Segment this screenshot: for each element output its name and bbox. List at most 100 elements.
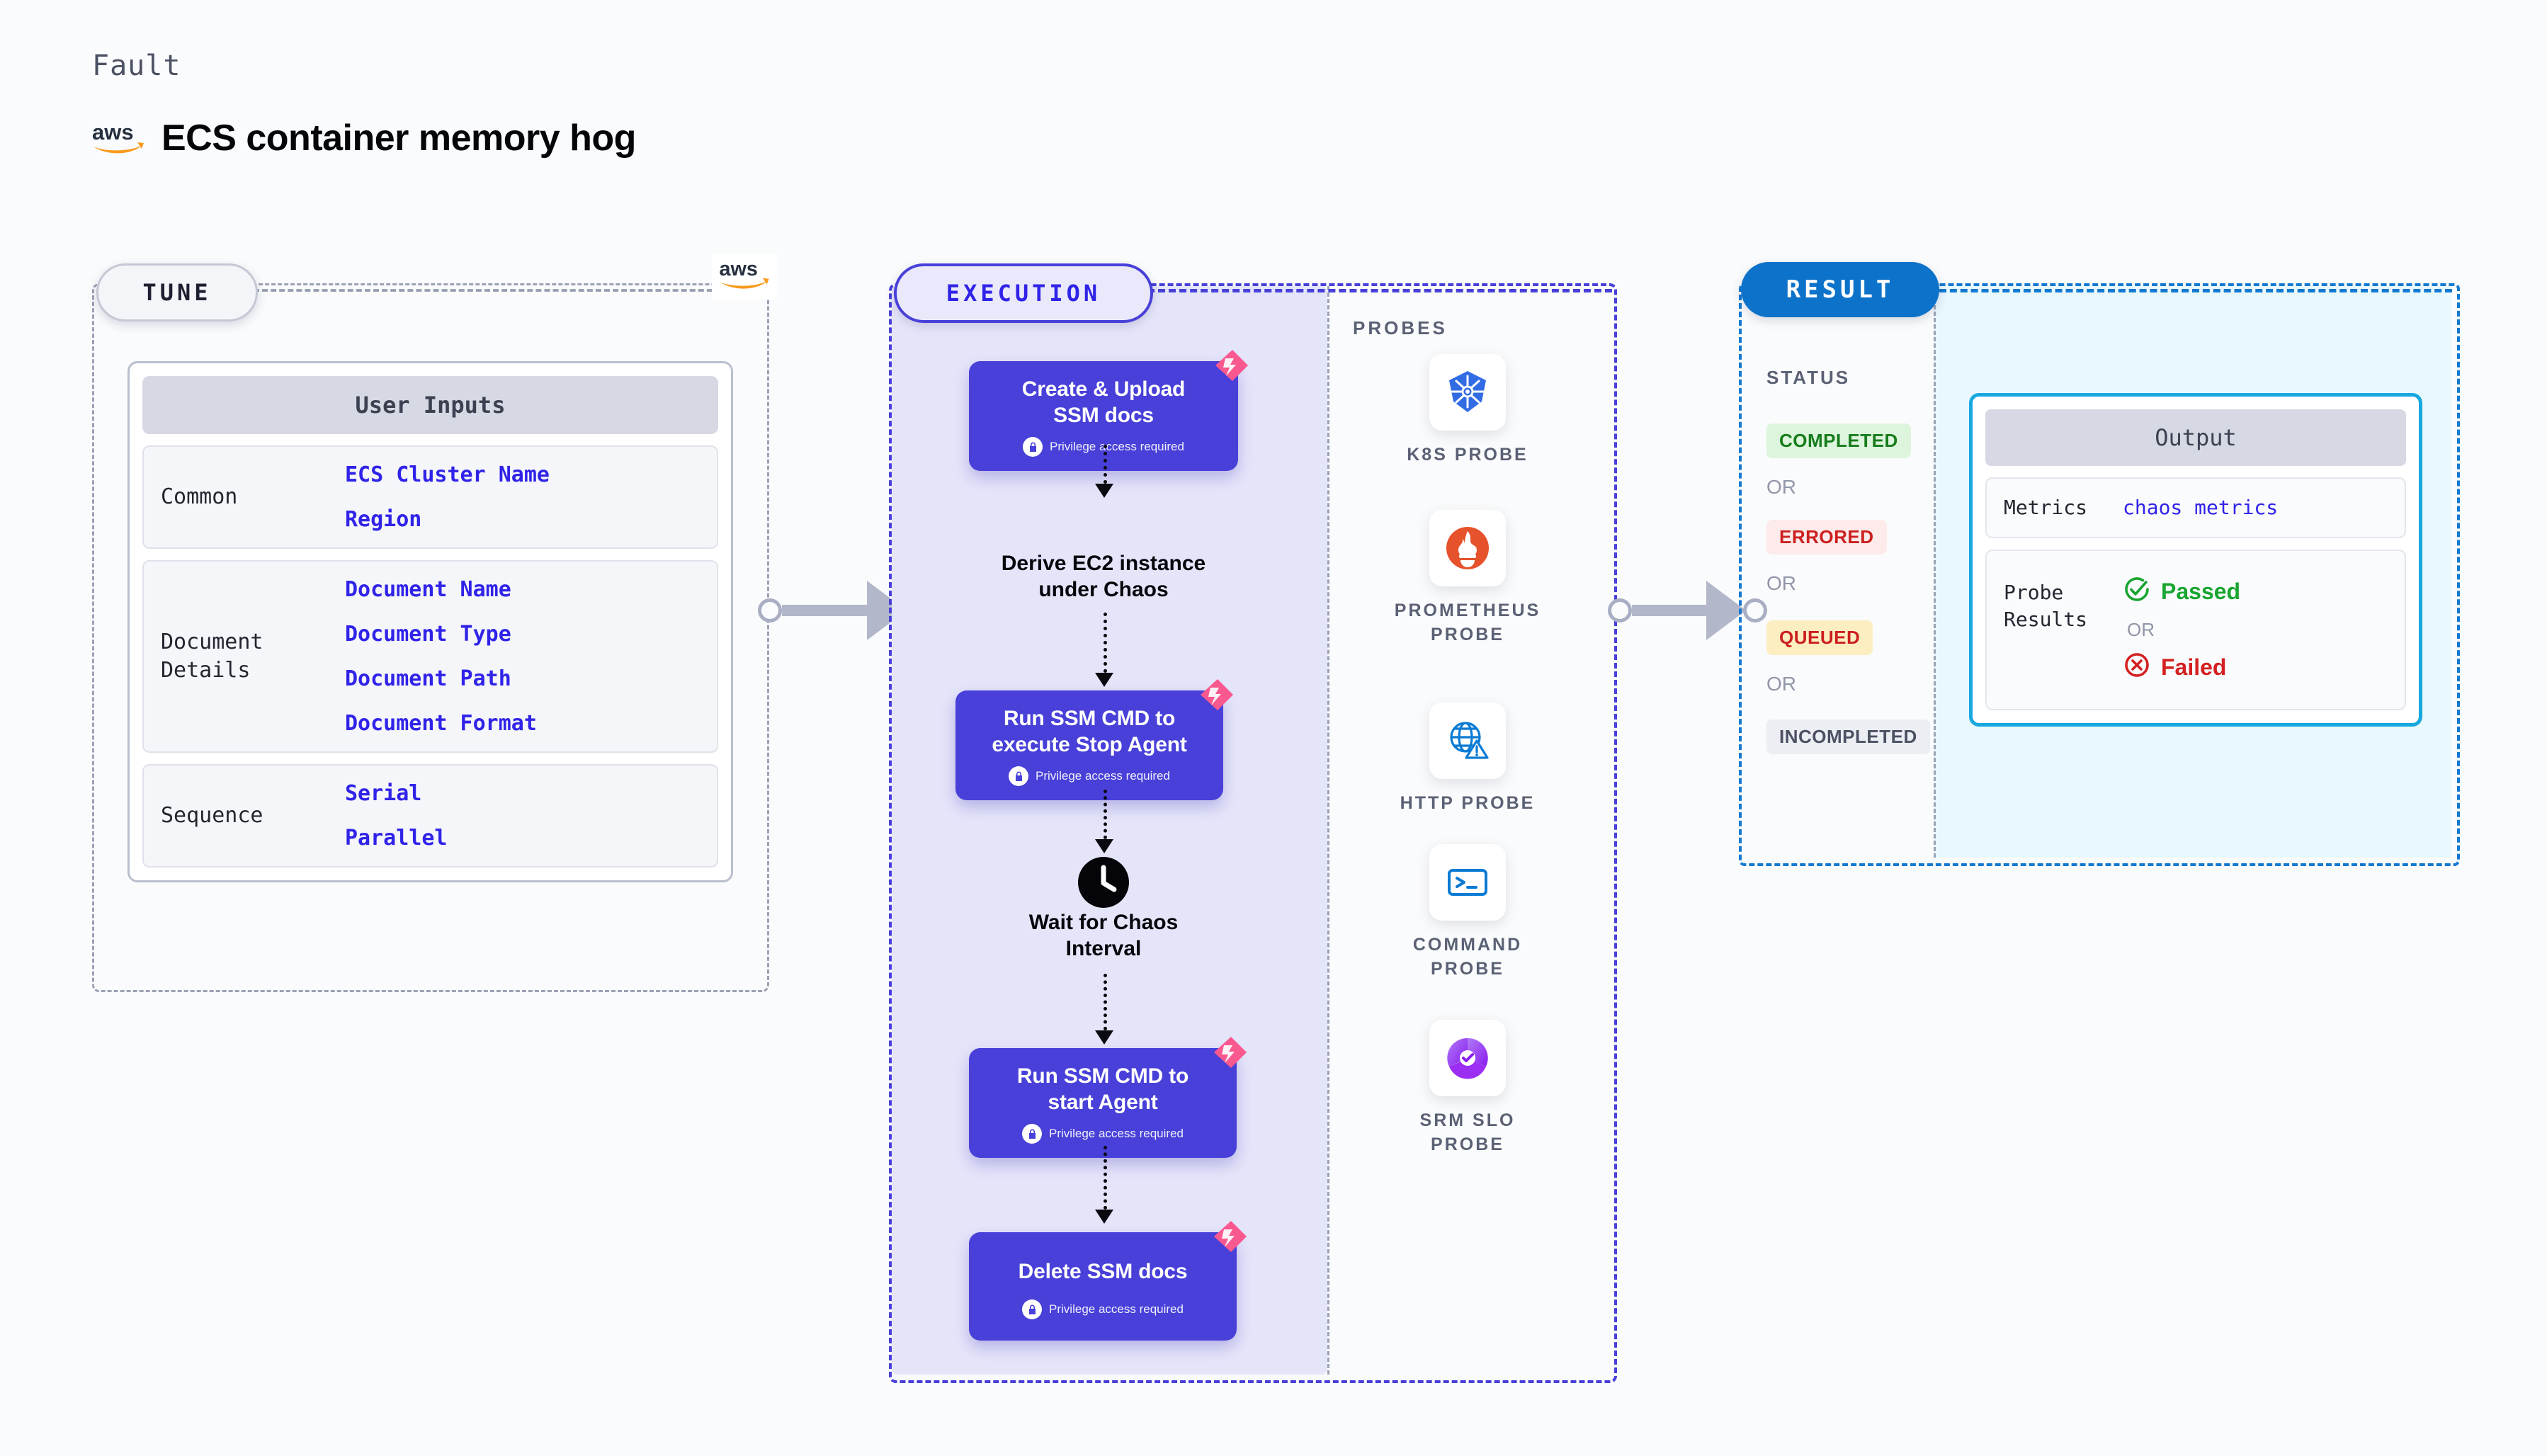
probe-result-or: OR — [2127, 618, 2155, 640]
status-badge-completed: COMPLETED — [1766, 423, 1911, 458]
connector-dot — [1608, 598, 1632, 622]
privilege-note-text: Privilege access required — [1050, 440, 1184, 454]
output-title: Output — [1985, 409, 2406, 466]
lock-icon — [1022, 1124, 1043, 1144]
tune-dashed-connector — [254, 289, 721, 292]
output-row-metrics[interactable]: Metrics chaos metrics — [1985, 477, 2406, 538]
prometheus-icon — [1429, 510, 1506, 586]
status-or-1: OR — [1766, 476, 1796, 498]
page-title-row: aws ECS container memory hog — [92, 117, 636, 159]
tune-value[interactable]: Document Path — [345, 666, 511, 691]
probe-k8s[interactable]: K8S PROBE — [1361, 354, 1574, 467]
lock-icon — [1022, 1299, 1043, 1319]
user-inputs-title: User Inputs — [142, 376, 718, 434]
privilege-note-text: Privilege access required — [1036, 769, 1170, 783]
privilege-ribbon-icon — [1214, 1221, 1247, 1252]
tune-row-key: Document Details — [161, 629, 263, 683]
page-title: ECS container memory hog — [161, 118, 636, 159]
srm-slo-icon — [1429, 1020, 1506, 1096]
status-badge-incompleted: INCOMPLETED — [1766, 720, 1930, 754]
output-row-probe-results[interactable]: Probe Results Passed OR — [1985, 549, 2406, 710]
tune-row-key: Sequence — [161, 802, 263, 828]
flow-arrow-line — [1104, 974, 1107, 1030]
check-circle-icon — [2123, 575, 2151, 609]
status-or-2: OR — [1766, 572, 1796, 594]
flow-arrow-line — [1104, 445, 1107, 484]
privilege-note-text: Privilege access required — [1049, 1302, 1184, 1316]
tune-value[interactable]: Document Format — [345, 711, 537, 736]
flow-node-title: Delete SSM docs — [1018, 1260, 1188, 1283]
output-metrics-value[interactable]: chaos metrics — [2123, 496, 2279, 520]
privilege-ribbon-icon — [1214, 1037, 1247, 1068]
aws-logo-icon: aws — [92, 120, 144, 156]
privilege-note: Privilege access required — [987, 1299, 1218, 1319]
output-row-key: Metrics — [2004, 496, 2088, 519]
flow-node-run-ssm-cmd-stop-agent[interactable]: Run SSM CMD to execute Stop Agent Privil… — [955, 679, 1233, 801]
connector-line — [1632, 605, 1706, 616]
flow-arrow-line — [1104, 1146, 1107, 1210]
flow-arrow-head — [1095, 1030, 1113, 1045]
kubernetes-icon — [1429, 354, 1506, 431]
tune-value[interactable]: Serial — [345, 781, 422, 806]
connector-dot — [1743, 598, 1767, 622]
output-row-key: Probe Results — [2004, 580, 2088, 631]
tune-row-common[interactable]: Common ECS Cluster Name Region — [142, 445, 718, 549]
lock-icon — [1023, 437, 1043, 457]
flow-node-title: Run SSM CMD to execute Stop Agent — [992, 707, 1187, 756]
privilege-note: Privilege access required — [974, 766, 1205, 787]
lock-icon — [1009, 766, 1029, 787]
probe-prometheus[interactable]: PROMETHEUS PROBE — [1361, 510, 1574, 647]
tune-row-document-details[interactable]: Document Details Document Name Document … — [142, 560, 718, 753]
flow-arrow-head — [1095, 839, 1113, 853]
flow-node-run-ssm-cmd-start-agent[interactable]: Run SSM CMD to start Agent Privilege acc… — [969, 1037, 1247, 1159]
result-status-output-divider — [1934, 286, 1936, 858]
x-circle-icon — [2123, 651, 2151, 685]
flow-step-derive-ec2-instance: Derive EC2 instance under Chaos — [1001, 552, 1206, 601]
result-section — [1739, 283, 2460, 866]
http-globe-icon — [1429, 703, 1506, 779]
aws-logo-icon-tune: aws — [712, 254, 777, 300]
probe-label: PROMETHEUS PROBE — [1394, 601, 1541, 644]
privilege-note: Privilege access required — [987, 1124, 1218, 1144]
svg-text:aws: aws — [719, 258, 757, 280]
probe-label: HTTP PROBE — [1400, 793, 1536, 813]
privilege-ribbon-icon — [1215, 350, 1248, 381]
clock-icon — [1077, 855, 1130, 913]
execution-dashed-connector — [1147, 289, 1612, 292]
flow-node-delete-ssm-docs[interactable]: Delete SSM docs Privilege access require… — [969, 1221, 1247, 1341]
connector-dot — [758, 598, 782, 622]
tune-value[interactable]: Parallel — [345, 826, 448, 851]
execution-section — [889, 283, 1617, 1383]
status-label: STATUS — [1766, 367, 1851, 388]
probe-command[interactable]: COMMAND PROBE — [1361, 844, 1574, 982]
connector-line — [782, 605, 867, 616]
flow-arrow-line — [1104, 613, 1107, 673]
execution-pill-label[interactable]: EXECUTION — [894, 263, 1153, 323]
probe-label: K8S PROBE — [1407, 445, 1528, 465]
status-badge-queued: QUEUED — [1766, 620, 1873, 655]
flow-node-title: Run SSM CMD to start Agent — [1016, 1064, 1189, 1114]
privilege-note: Privilege access required — [987, 437, 1220, 457]
tune-pill-label[interactable]: TUNE — [96, 263, 258, 322]
tune-value[interactable]: Document Name — [345, 577, 511, 602]
tune-value[interactable]: Region — [345, 507, 422, 532]
probe-srm-slo[interactable]: SRM SLO PROBE — [1361, 1020, 1574, 1157]
result-dashed-connector — [1939, 289, 2452, 292]
output-card: Output Metrics chaos metrics Probe Resul… — [1969, 393, 2422, 727]
status-or-3: OR — [1766, 673, 1796, 695]
flow-node-title: Create & Upload SSM docs — [1021, 377, 1186, 427]
probe-label: COMMAND PROBE — [1412, 935, 1523, 979]
tune-value[interactable]: ECS Cluster Name — [345, 462, 550, 487]
result-pill-label[interactable]: RESULT — [1741, 262, 1939, 317]
tune-value[interactable]: Document Type — [345, 622, 511, 647]
tune-row-sequence[interactable]: Sequence Serial Parallel — [142, 764, 718, 868]
probe-http[interactable]: HTTP PROBE — [1361, 703, 1574, 816]
probes-label: PROBES — [1353, 317, 1448, 339]
flow-arrow-head — [1095, 1210, 1113, 1224]
privilege-note-text: Privilege access required — [1049, 1127, 1184, 1141]
tune-row-key: Common — [161, 484, 238, 509]
execution-probes-divider — [1327, 286, 1329, 1375]
probe-result-passed: Passed — [2123, 575, 2240, 609]
flow-arrow-line — [1104, 790, 1107, 839]
probe-result-failed: Failed — [2123, 651, 2240, 685]
